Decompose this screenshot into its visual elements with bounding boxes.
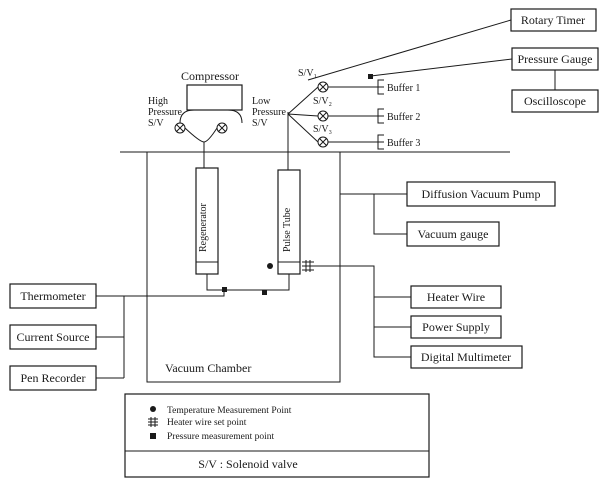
sv2-valve-icon bbox=[317, 110, 329, 122]
legend-footer: S/V : Solenoid valve bbox=[198, 457, 297, 471]
sv3-valve-icon bbox=[317, 136, 329, 148]
heater-wire-point-icon bbox=[148, 417, 158, 427]
buffer2-cap bbox=[377, 108, 384, 124]
regenerator-label: Regenerator bbox=[198, 202, 209, 252]
cold-end-connection bbox=[206, 274, 290, 291]
pulse-tube-label: Pulse Tube bbox=[282, 207, 293, 252]
low-pressure-valve-icon bbox=[216, 122, 228, 134]
oscilloscope-label: Oscilloscope bbox=[524, 94, 586, 108]
high-pressure-label-line2: Pressure bbox=[148, 107, 182, 118]
legend-box bbox=[124, 393, 430, 478]
current-source-label: Current Source bbox=[17, 330, 90, 344]
legend-pressure-label: Pressure measurement point bbox=[167, 432, 274, 442]
thermometer-box bbox=[9, 283, 97, 309]
legend-heater-label: Heater wire set point bbox=[167, 418, 247, 428]
thermometer-label: Thermometer bbox=[20, 289, 85, 303]
buffer2-label: Buffer 2 bbox=[387, 112, 420, 123]
vacuum-chamber-box bbox=[146, 151, 341, 383]
compressor-box bbox=[186, 84, 243, 111]
vacuum-chamber-label: Vacuum Chamber bbox=[165, 361, 251, 375]
digital-multimeter-label: Digital Multimeter bbox=[421, 350, 511, 364]
diffusion-pump-label: Diffusion Vacuum Pump bbox=[422, 187, 541, 201]
sv2-label: S/V₂ bbox=[313, 96, 332, 107]
heater-wire-label: Heater Wire bbox=[427, 290, 485, 304]
pen-recorder-box bbox=[9, 365, 97, 391]
vacuum-gauge-label: Vacuum gauge bbox=[418, 227, 489, 241]
pen-recorder-label: Pen Recorder bbox=[21, 371, 86, 385]
left-instrument-lines bbox=[96, 292, 225, 379]
sv1-valve-icon bbox=[317, 81, 329, 93]
compressor-label: Compressor bbox=[181, 69, 239, 83]
buffer1-label: Buffer 1 bbox=[387, 83, 420, 94]
compressor-outlet-lines bbox=[179, 109, 243, 124]
vacuum-lines bbox=[340, 193, 407, 235]
power-supply-label: Power Supply bbox=[422, 320, 490, 334]
pressure-gauge-label: Pressure Gauge bbox=[518, 52, 593, 66]
sv1-label: S/V₁ bbox=[298, 68, 317, 79]
pressure-point-icon bbox=[222, 287, 227, 292]
buffer1-cap bbox=[377, 79, 384, 95]
high-pressure-label-line3: S/V bbox=[148, 118, 164, 129]
pressure-point-icon bbox=[368, 74, 373, 79]
low-pressure-label-line1: Low bbox=[252, 96, 271, 107]
heater-wire-point-icon bbox=[302, 260, 314, 272]
high-pressure-valve-icon bbox=[174, 122, 186, 134]
heater-instrument-lines bbox=[314, 265, 411, 358]
rotary-timer-label: Rotary Timer bbox=[521, 13, 585, 27]
buffer3-label: Buffer 3 bbox=[387, 138, 420, 149]
low-pressure-label-line3: S/V bbox=[252, 118, 268, 129]
sv3-label: S/V₃ bbox=[313, 124, 332, 135]
temperature-point-icon bbox=[150, 406, 156, 412]
valve-junction-lines bbox=[184, 127, 218, 143]
buffer-branch-lines bbox=[287, 86, 319, 143]
buffer3-cap bbox=[377, 134, 384, 150]
low-pressure-label-line2: Pressure bbox=[252, 107, 286, 118]
gauge-to-buffer-line bbox=[370, 58, 513, 77]
legend-temperature-label: Temperature Measurement Point bbox=[167, 406, 292, 416]
high-pressure-label-line1: High bbox=[148, 96, 168, 107]
pressure-point-icon bbox=[150, 433, 156, 439]
timer-to-sv-line bbox=[307, 19, 512, 81]
pressure-point-icon bbox=[262, 290, 267, 295]
temperature-point-icon bbox=[267, 263, 273, 269]
oscilloscope-box bbox=[511, 89, 599, 113]
